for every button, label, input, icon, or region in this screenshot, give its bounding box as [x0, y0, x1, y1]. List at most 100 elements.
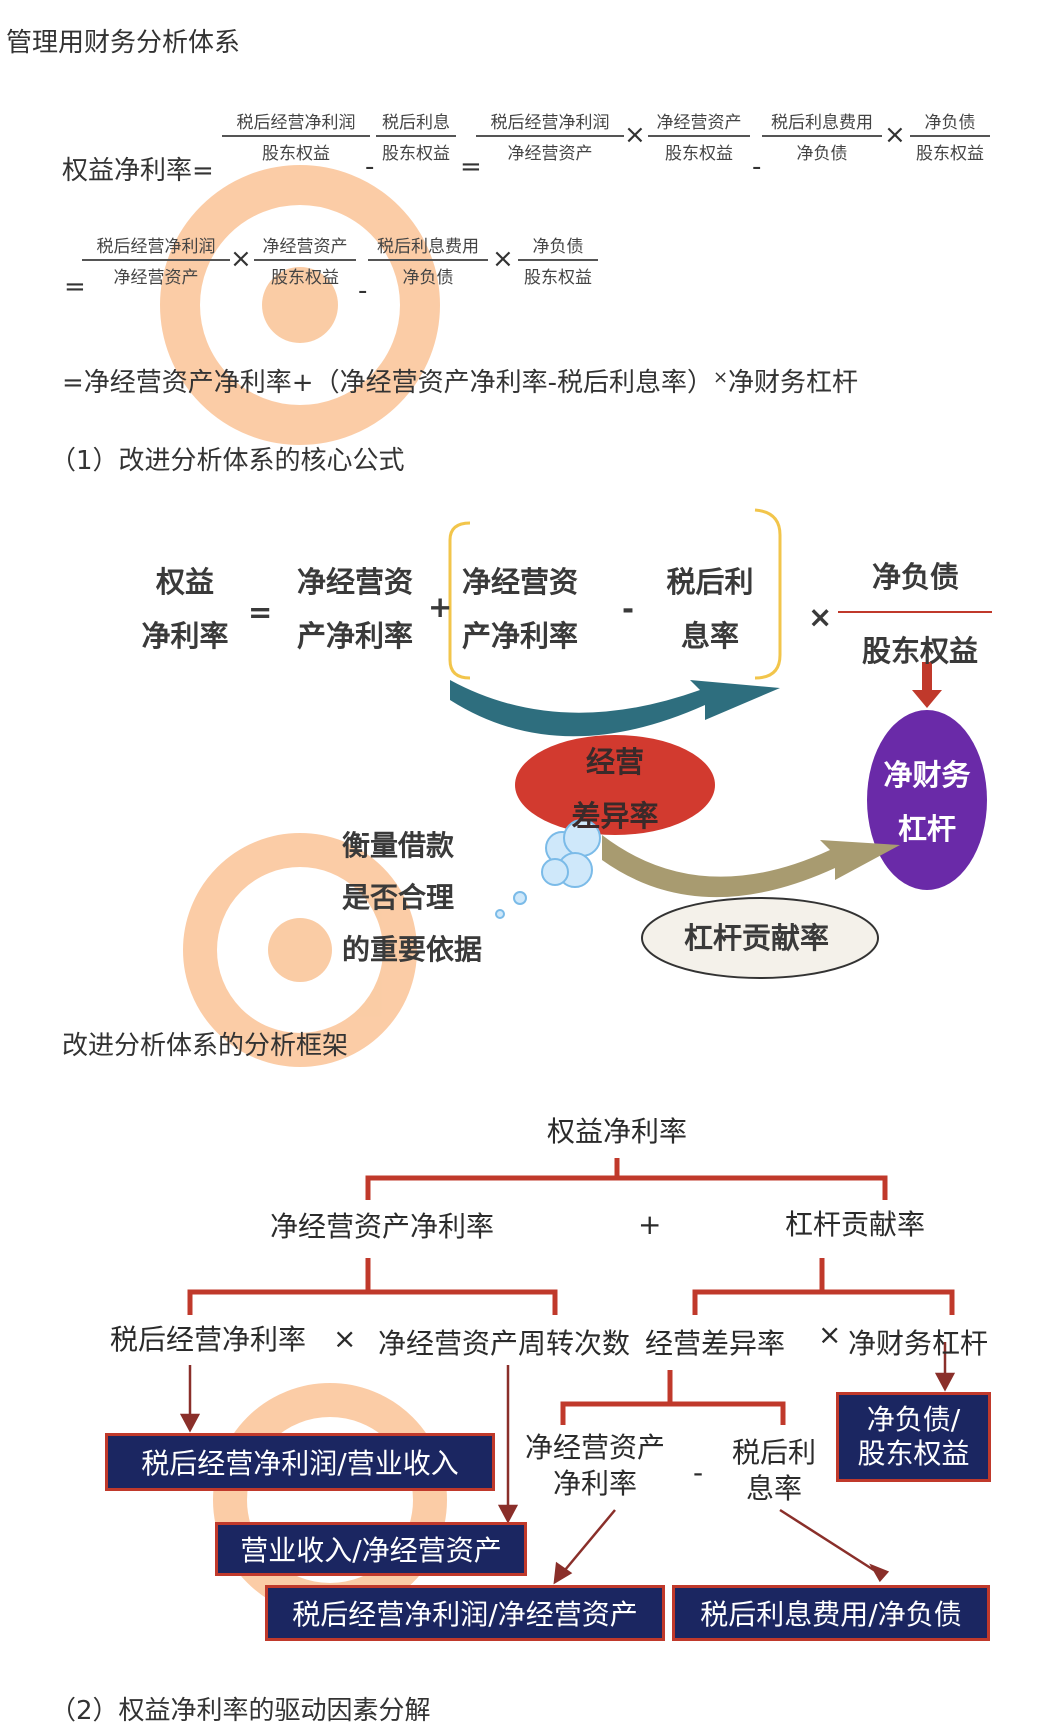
spread-ellipse — [515, 735, 715, 835]
formula-row3-tail: 净财务杠杆 — [728, 368, 859, 398]
operator: - — [365, 152, 375, 182]
borrowing-note-line3: 的重要依据 — [342, 933, 483, 966]
tree-sub-rate-line2: 息率 — [746, 1472, 803, 1505]
operator: - — [752, 152, 762, 182]
box-turnover: 营业收入/净经营资产 — [215, 1522, 527, 1576]
cloud-icon — [495, 819, 601, 919]
contribution-ellipse — [641, 897, 879, 979]
box-interest-rate: 税后利息费用/净负债 — [672, 1585, 990, 1641]
fraction: 净经营资产股东权益 — [648, 108, 750, 164]
operator: - — [358, 276, 368, 306]
core-rnoa-2: 净经营资 产净利率 — [455, 555, 585, 663]
operator: × — [884, 120, 906, 150]
tree-connectors — [187, 1158, 955, 1425]
contribution-label: 杠杆贡献率 — [684, 921, 830, 955]
core-equals: = — [248, 595, 273, 629]
bracket-right — [754, 508, 782, 680]
core-roe: 权益 净利率 — [130, 555, 240, 663]
core-rnoa-1-line1: 净经营资 — [296, 565, 413, 599]
fraction-numerator: 税后经营净利润 — [82, 232, 230, 261]
fraction: 税后经营净利润股东权益 — [222, 108, 370, 164]
fraction-numerator: 净经营资产 — [648, 108, 750, 137]
tree-minus: - — [693, 1456, 704, 1489]
tree-sub-rnoa-line2: 净利率 — [553, 1467, 638, 1500]
core-nfl-numerator: 净负债 — [872, 560, 960, 594]
teal-arrow — [450, 680, 780, 737]
fraction-denominator: 股东权益 — [382, 144, 450, 164]
spread-label: 经营 差异率 — [565, 735, 665, 843]
tree-spread: 经营差异率 — [645, 1327, 786, 1360]
bracket-left — [448, 521, 471, 680]
core-roe-line1: 权益 — [155, 565, 214, 599]
operator: × — [492, 244, 514, 274]
borrowing-note-line1: 衡量借款 — [342, 829, 455, 862]
operator: × — [230, 244, 252, 274]
spread-line1: 经营 — [585, 745, 644, 779]
fraction-denominator: 股东权益 — [524, 268, 592, 288]
tree-rnoa: 净经营资产净利率 — [270, 1210, 495, 1243]
olive-arrow — [602, 835, 900, 898]
box-ros: 税后经营净利润/营业收入 — [105, 1433, 495, 1491]
fraction-numerator: 净负债 — [910, 108, 990, 137]
operator: = — [460, 152, 482, 182]
formula-row3: =净经营资产净利率+（净经营资产净利率-税后利息率）×净财务杠杆 — [62, 362, 858, 399]
fraction-denominator: 股东权益 — [262, 144, 330, 164]
tree-times-2: × — [818, 1318, 842, 1351]
tree-sub-rate: 税后利 息率 — [732, 1435, 816, 1507]
borrowing-note-line2: 是否合理 — [342, 881, 455, 914]
section-heading-1: （1）改进分析体系的核心公式 — [50, 446, 405, 476]
fraction: 净经营资产股东权益 — [254, 232, 356, 288]
fraction: 净负债股东权益 — [910, 108, 990, 164]
fraction-denominator: 净负债 — [402, 268, 454, 288]
operator: = — [64, 272, 86, 302]
core-roe-line2: 净利率 — [141, 619, 229, 653]
operator: × — [624, 120, 646, 150]
core-rnoa-1-line2: 产净利率 — [296, 619, 413, 653]
fraction-denominator: 净经营资产 — [507, 144, 593, 164]
tree-turnover: 净经营资产周转次数 — [378, 1327, 631, 1360]
fraction-denominator: 净经营资产 — [113, 268, 199, 288]
tree-sub-rnoa-line1: 净经营资产 — [525, 1431, 666, 1464]
fraction: 税后利息费用净负债 — [368, 232, 488, 288]
caption-framework: 改进分析体系的分析框架 — [62, 1031, 349, 1061]
core-interest-rate: 税后利 息率 — [660, 555, 760, 663]
leverage-line2: 杠杆 — [897, 812, 956, 846]
tree-plus: + — [638, 1208, 662, 1241]
core-rate-line2: 息率 — [680, 619, 739, 653]
fraction-numerator: 税后经营净利润 — [222, 108, 370, 137]
formula-lhs: 权益净利率= — [62, 156, 214, 186]
fraction-denominator: 净负债 — [796, 144, 848, 164]
section-heading-2: （2）权益净利率的驱动因素分解 — [50, 1696, 431, 1726]
fraction-numerator: 税后利息 — [376, 108, 456, 137]
down-arrow-head — [912, 690, 942, 708]
core-times: × — [808, 600, 833, 634]
fraction-numerator: 税后利息费用 — [368, 232, 488, 261]
tree-arrows — [179, 1342, 956, 1585]
box-net-leverage: 净负债/ 股东权益 — [836, 1392, 991, 1482]
leverage-label: 净财务 杠杆 — [877, 748, 977, 856]
fraction-numerator: 净经营资产 — [254, 232, 356, 261]
tree-leverage: 净财务杠杆 — [848, 1327, 989, 1360]
core-plus: + — [428, 590, 453, 624]
box-net-leverage-line1: 净负债/ — [866, 1403, 961, 1436]
core-minus: - — [622, 592, 635, 626]
fraction-denominator: 股东权益 — [916, 144, 984, 164]
core-rate-line1: 税后利 — [666, 565, 754, 599]
tree-times-1: × — [333, 1322, 357, 1355]
fraction-numerator: 税后经营净利润 — [476, 108, 624, 137]
down-arrow-shaft — [922, 662, 932, 692]
spread-line2: 差异率 — [571, 799, 659, 833]
core-rnoa-1: 净经营资 产净利率 — [290, 555, 420, 663]
fraction-denominator: 股东权益 — [271, 268, 339, 288]
fraction: 税后利息费用净负债 — [762, 108, 882, 164]
tree-sub-rate-line1: 税后利 — [732, 1436, 817, 1469]
core-rnoa-2-line2: 产净利率 — [461, 619, 578, 653]
page-title: 管理用财务分析体系 — [6, 28, 241, 58]
tree-contribution: 杠杆贡献率 — [785, 1208, 926, 1241]
fraction: 税后经营净利润净经营资产 — [476, 108, 624, 164]
fraction-denominator: 股东权益 — [665, 144, 733, 164]
tree-sub-rnoa: 净经营资产 净利率 — [525, 1430, 665, 1502]
